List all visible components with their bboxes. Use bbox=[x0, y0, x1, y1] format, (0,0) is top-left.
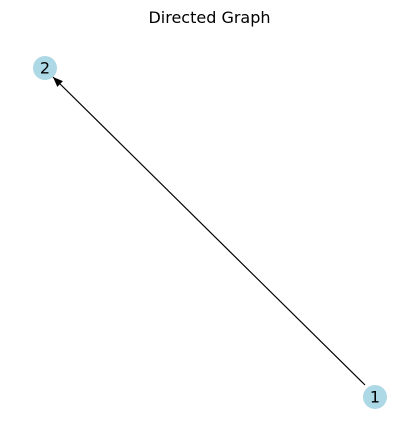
diagram-title: Directed Graph bbox=[148, 8, 271, 27]
node-2-circle bbox=[33, 56, 57, 80]
node-1-label: 1 bbox=[370, 388, 380, 407]
node-1-circle bbox=[363, 385, 387, 409]
edge-1-to-2 bbox=[52, 76, 366, 386]
node-1[interactable]: 1 bbox=[363, 385, 387, 409]
node-2-label: 2 bbox=[40, 59, 50, 78]
node-2[interactable]: 2 bbox=[33, 56, 57, 80]
